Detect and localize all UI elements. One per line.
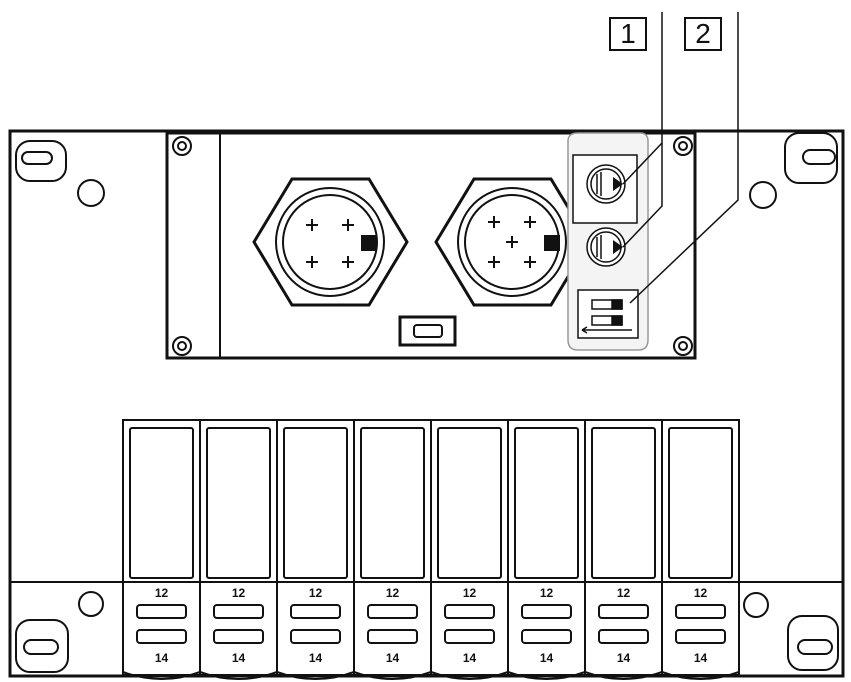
rotary-switch-1[interactable] bbox=[586, 164, 626, 204]
manual-override-14[interactable] bbox=[213, 629, 264, 644]
valve-station: 12 14 bbox=[430, 419, 509, 680]
callout-leaders bbox=[622, 12, 739, 304]
manual-override-12[interactable] bbox=[213, 604, 264, 619]
mount-hole-top-left bbox=[77, 179, 105, 207]
manual-override-12[interactable] bbox=[367, 604, 418, 619]
manual-override-14[interactable] bbox=[136, 629, 187, 644]
port-label-14: 14 bbox=[617, 651, 631, 665]
port-label-12: 12 bbox=[232, 586, 246, 600]
manual-override-14[interactable] bbox=[290, 629, 341, 644]
mount-hole-bottom-right bbox=[743, 592, 769, 618]
base-plate bbox=[8, 129, 845, 678]
module-screw-bl bbox=[172, 336, 192, 356]
port-label-14: 14 bbox=[386, 651, 400, 665]
port-label-14: 14 bbox=[232, 651, 246, 665]
mounting-slot-top-right bbox=[784, 132, 838, 184]
dip-switch-2[interactable] bbox=[591, 315, 623, 326]
manual-override-12[interactable] bbox=[675, 604, 726, 619]
manual-override-14[interactable] bbox=[367, 629, 418, 644]
mounting-slot-top-left bbox=[15, 140, 67, 182]
manual-override-14[interactable] bbox=[675, 629, 726, 644]
port-label-12: 12 bbox=[463, 586, 477, 600]
callout-2: 2 bbox=[684, 17, 722, 51]
connector-5pin bbox=[434, 177, 591, 307]
port-label-12: 12 bbox=[309, 586, 323, 600]
port-label-12: 12 bbox=[155, 586, 169, 600]
dip-switch-1[interactable] bbox=[591, 299, 623, 310]
manual-override-12[interactable] bbox=[136, 604, 187, 619]
valve-station: 12 14 bbox=[507, 419, 586, 680]
rotary-switch-2[interactable] bbox=[586, 227, 626, 267]
manual-override-14[interactable] bbox=[598, 629, 649, 644]
manual-override-12[interactable] bbox=[598, 604, 649, 619]
port-label-14: 14 bbox=[309, 651, 323, 665]
port-label-14: 14 bbox=[694, 651, 708, 665]
module-screw-tr bbox=[673, 136, 693, 156]
valve-station: 12 14 bbox=[122, 419, 201, 680]
port-label-14: 14 bbox=[540, 651, 554, 665]
mounting-slot-bottom-left bbox=[15, 619, 69, 673]
port-label-12: 12 bbox=[694, 586, 708, 600]
port-label-14: 14 bbox=[463, 651, 477, 665]
manual-override-12[interactable] bbox=[521, 604, 572, 619]
switch-panel bbox=[567, 132, 649, 351]
valve-stations: 12 14 12 14 12 14 12 14 12 14 12 14 12 14 12 14 bbox=[122, 419, 740, 680]
port-label-12: 12 bbox=[386, 586, 400, 600]
mount-hole-bottom-left bbox=[78, 591, 104, 617]
mount-hole-top-right bbox=[749, 181, 777, 209]
port-label-12: 12 bbox=[617, 586, 631, 600]
port-label-12: 12 bbox=[540, 586, 554, 600]
led-window bbox=[398, 315, 457, 347]
port-label-14: 14 bbox=[155, 651, 169, 665]
manual-override-12[interactable] bbox=[290, 604, 341, 619]
manual-override-12[interactable] bbox=[444, 604, 495, 619]
valve-station: 12 14 bbox=[276, 419, 355, 680]
valve-station: 12 14 bbox=[199, 419, 278, 680]
module-screw-tl bbox=[172, 136, 192, 156]
valve-station: 12 14 bbox=[661, 419, 740, 680]
callout-1: 1 bbox=[609, 17, 647, 51]
module-screw-br bbox=[673, 336, 693, 356]
valve-station: 12 14 bbox=[353, 419, 432, 680]
manual-override-14[interactable] bbox=[521, 629, 572, 644]
mounting-slot-bottom-right bbox=[787, 615, 839, 671]
manual-override-14[interactable] bbox=[444, 629, 495, 644]
bus-module bbox=[165, 131, 697, 360]
connector-4pin bbox=[252, 177, 409, 307]
valve-station: 12 14 bbox=[584, 419, 663, 680]
